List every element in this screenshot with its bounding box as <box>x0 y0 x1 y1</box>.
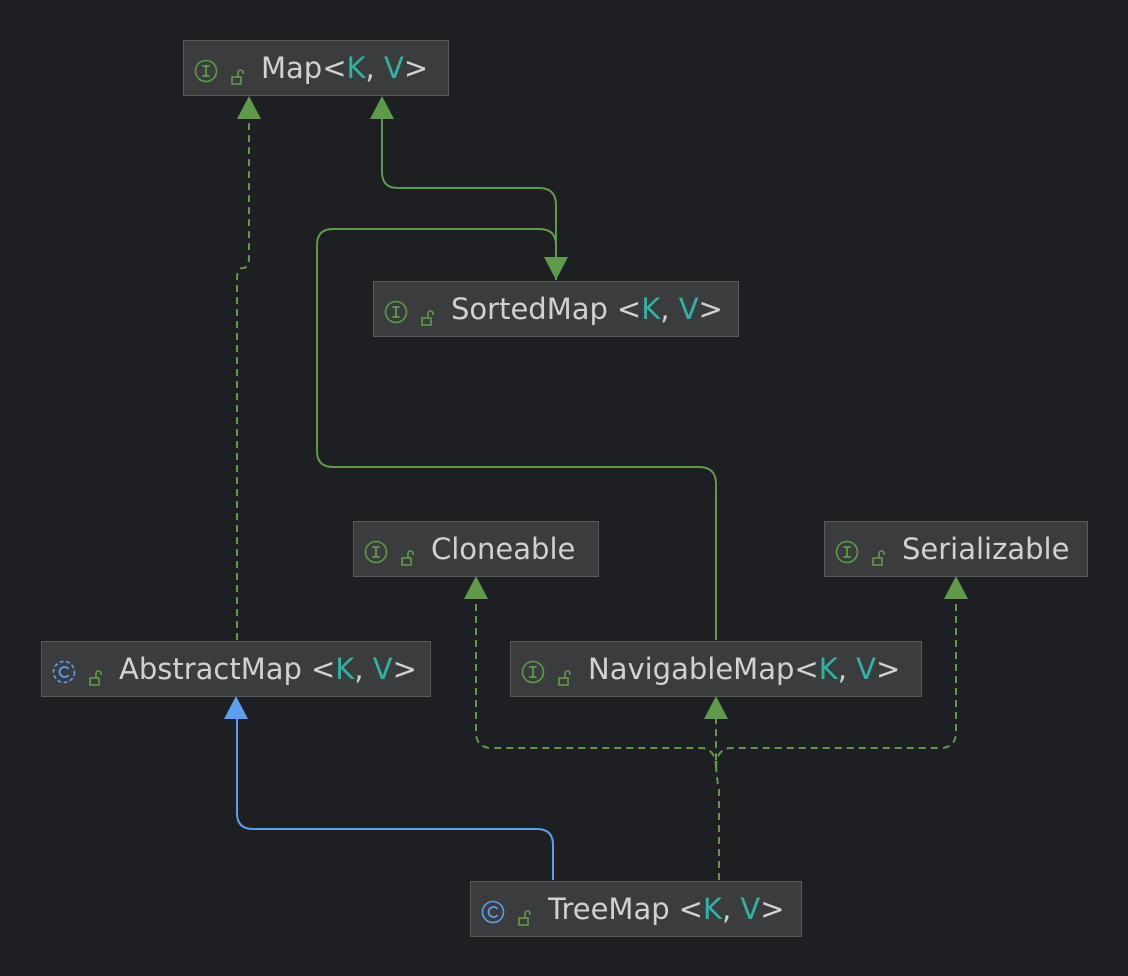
type-param-separator: , <box>354 652 373 686</box>
node-name: Serializable <box>902 532 1070 566</box>
arrowhead-cloneable-from-treemap <box>464 576 488 599</box>
node-navigablemap[interactable]: NavigableMap <K, V> <box>510 641 922 697</box>
edge-treemap-implements-navigablemap <box>715 716 720 880</box>
type-param-separator: , <box>660 292 679 326</box>
arrowhead-serializable-from-treemap <box>944 576 968 599</box>
arrowhead-sortedmap-from-navigablemap <box>544 257 568 280</box>
type-param: K <box>335 652 355 686</box>
interface-icon <box>384 297 408 324</box>
edge-sortedmap-extends-map <box>381 116 557 280</box>
type-param-close-bracket: > <box>876 652 901 686</box>
edge-navigablemap-extends-sortedmap <box>316 228 717 640</box>
node-name: Cloneable <box>431 532 576 566</box>
edge-abstractmap-implements-map <box>236 116 250 640</box>
type-param: V <box>383 51 404 85</box>
type-param: K <box>346 51 366 85</box>
type-param-open-bracket: < <box>616 292 642 326</box>
edge-treemap-implements-serializable <box>715 596 957 769</box>
node-cloneable[interactable]: Cloneable <box>353 521 599 577</box>
public-lock-icon <box>556 660 574 686</box>
type-param-open-bracket: < <box>678 892 703 926</box>
public-lock-icon <box>87 660 105 686</box>
class-icon <box>481 897 505 924</box>
type-param: V <box>740 892 761 926</box>
node-treemap[interactable]: TreeMap <K, V> <box>470 881 802 937</box>
type-parameters: <K, V> <box>670 892 785 926</box>
edge-treemap-implements-cloneable <box>475 596 717 769</box>
type-param-close-bracket: > <box>760 892 785 926</box>
edge-treemap-extends-abstractmap <box>236 716 554 880</box>
type-param-open-bracket: < <box>310 652 336 686</box>
arrowhead-map-from-abstractmap <box>237 96 261 119</box>
node-serializable[interactable]: Serializable <box>824 521 1088 577</box>
type-param-open-bracket: < <box>794 652 819 686</box>
type-param-close-bracket: > <box>698 292 723 326</box>
node-name: TreeMap <box>548 892 670 926</box>
type-param: K <box>641 292 661 326</box>
public-lock-icon <box>870 540 888 566</box>
node-name: NavigableMap <box>588 652 795 686</box>
arrowhead-abstractmap-from-treemap <box>224 696 248 719</box>
interface-icon <box>835 537 859 564</box>
type-param: V <box>678 292 699 326</box>
arrowhead-map-from-sortedmap <box>370 96 394 119</box>
arrowhead-navigablemap-from-treemap <box>704 696 728 719</box>
public-lock-icon <box>399 540 417 566</box>
type-parameters: <K, V> <box>608 292 723 326</box>
type-parameters: <K, V> <box>322 51 428 85</box>
node-map[interactable]: Map <K, V> <box>183 40 449 96</box>
public-lock-icon <box>516 900 534 926</box>
type-param: V <box>372 652 393 686</box>
type-param-separator: , <box>837 652 857 686</box>
type-param: K <box>818 652 838 686</box>
abstract-class-icon <box>52 657 76 684</box>
node-name: AbstractMap <box>119 652 302 686</box>
interface-icon <box>364 537 388 564</box>
interface-icon <box>194 56 218 83</box>
type-param-separator: , <box>721 892 741 926</box>
node-name: Map <box>261 51 323 85</box>
type-param: K <box>702 892 722 926</box>
type-param: V <box>856 652 876 686</box>
public-lock-icon <box>229 59 247 85</box>
node-abstractmap[interactable]: AbstractMap <K, V> <box>41 641 431 697</box>
node-name: SortedMap <box>451 292 608 326</box>
type-parameters: <K, V> <box>302 652 417 686</box>
public-lock-icon <box>419 300 437 326</box>
interface-icon <box>521 657 545 684</box>
node-sortedmap[interactable]: SortedMap <K, V> <box>373 281 739 337</box>
type-parameters: <K, V> <box>794 652 900 686</box>
type-param-close-bracket: > <box>392 652 417 686</box>
type-param-close-bracket: > <box>403 51 429 85</box>
type-param-open-bracket: < <box>322 51 347 85</box>
type-param-separator: , <box>365 51 384 85</box>
